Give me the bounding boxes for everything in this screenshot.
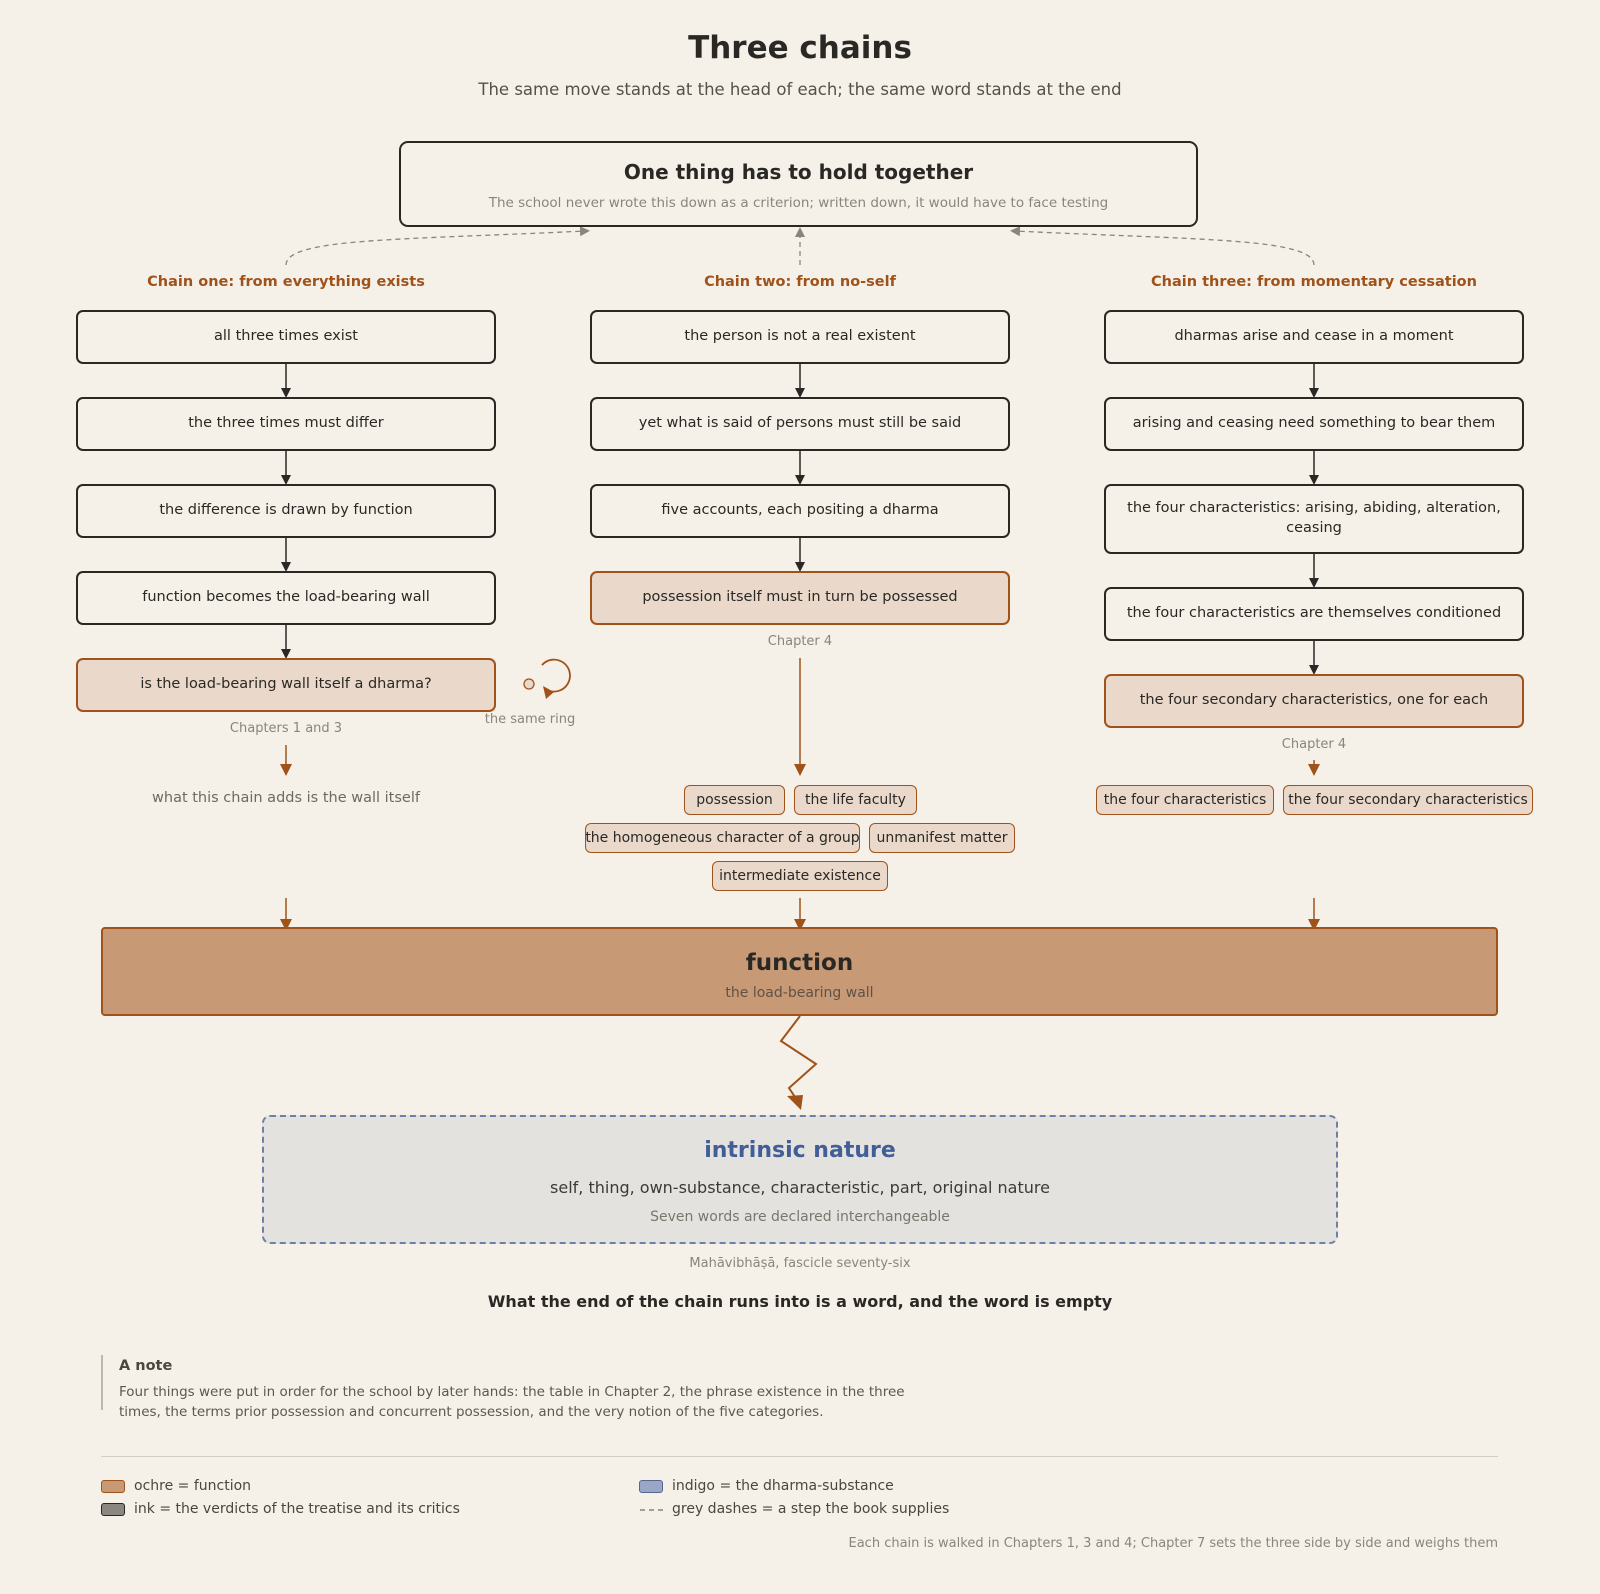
chain-two-caption: Chapter 4: [767, 634, 833, 649]
note-body: Four things were put in order for the sc…: [119, 1384, 905, 1420]
chain-two-highlight: possession itself must in turn be posses…: [590, 571, 1010, 625]
note-heading: A note: [119, 1358, 173, 1374]
legend-ochre: ochre = function: [101, 1478, 251, 1494]
legend-ink-label: ink = the verdicts of the treatise and i…: [134, 1501, 460, 1517]
chain-three-step-3: the four characteristics: arising, abidi…: [1104, 484, 1524, 554]
chain-one-highlight: is the load-bearing wall itself a dharma…: [76, 658, 496, 712]
tag-life-faculty: the life faculty: [794, 785, 917, 815]
root-title: One thing has to hold together: [623, 160, 974, 184]
legend-ochre-label: ochre = function: [134, 1478, 252, 1494]
chain-three-step-1: dharmas arise and cease in a moment: [1104, 310, 1524, 364]
chain-three-caption: Chapter 4: [1281, 737, 1347, 752]
indigo-swatch: [639, 1479, 663, 1493]
intrinsic-nature-node: [262, 1115, 1338, 1244]
ring-label: the same ring: [484, 712, 576, 727]
legend-indigo: indigo = the dharma-substance: [639, 1478, 894, 1494]
intrinsic-nature-title: intrinsic nature: [704, 1138, 896, 1163]
intrinsic-nature-words: self, thing, own-substance, characterist…: [550, 1178, 1050, 1197]
dashed-link-chain-one: [285, 226, 590, 266]
chain-one-step-4: function becomes the load-bearing wall: [76, 571, 496, 625]
zigzag-arrow: [779, 1015, 818, 1101]
tag-homogeneous-character: the homogeneous character of a group: [585, 823, 860, 853]
root-node: [399, 141, 1198, 227]
chain-one-step-1: all three times exist: [76, 310, 496, 364]
legend-dashes-label: grey dashes = a step the book supplies: [672, 1501, 950, 1517]
chain-one-result: what this chain adds is the wall itself: [152, 790, 420, 806]
chain-three-step-4: the four characteristics are themselves …: [1104, 587, 1524, 641]
function-subtitle: the load-bearing wall: [725, 985, 874, 1001]
legend-dashes: grey dashes = a step the book supplies: [639, 1501, 949, 1517]
chain-three-highlight: the four secondary characteristics, one …: [1104, 674, 1524, 728]
chain-one-step-2: the three times must differ: [76, 397, 496, 451]
legend-ink: ink = the verdicts of the treatise and i…: [101, 1501, 460, 1517]
divider: [101, 1456, 1498, 1457]
chain-three-step-2: arising and ceasing need something to be…: [1104, 397, 1524, 451]
ochre-swatch: [101, 1479, 125, 1493]
ink-swatch: [101, 1502, 125, 1516]
chain-three-heading: Chain three: from momentary cessation: [1151, 274, 1477, 290]
chain-two-step-3: five accounts, each positing a dharma: [590, 484, 1010, 538]
chain-one-step-3: the difference is drawn by function: [76, 484, 496, 538]
dashed-link-chain-three: [1010, 226, 1315, 266]
conclusion: What the end of the chain runs into is a…: [487, 1292, 1113, 1311]
chain-two-step-1: the person is not a real existent: [590, 310, 1010, 364]
dashes-swatch: [639, 1503, 663, 1516]
chain-two-step-2: yet what is said of persons must still b…: [590, 397, 1010, 451]
tag-possession: possession: [684, 785, 785, 815]
function-title: function: [745, 950, 854, 976]
tag-unmanifest-matter: unmanifest matter: [869, 823, 1015, 853]
intrinsic-nature-source: Mahāvibhāṣā, fascicle seventy-six: [689, 1256, 911, 1271]
page-subtitle: The same move stands at the head of each…: [478, 80, 1122, 99]
page-title: Three chains: [688, 30, 912, 66]
note-bar: [101, 1355, 103, 1410]
ring-dot: [523, 678, 535, 690]
function-node: [101, 927, 1498, 1016]
tag-four-secondary-characteristics: the four secondary characteristics: [1283, 785, 1533, 815]
root-subtitle: The school never wrote this down as a cr…: [488, 195, 1109, 211]
chain-two-heading: Chain two: from no-self: [704, 274, 896, 290]
tag-four-characteristics: the four characteristics: [1096, 785, 1274, 815]
intrinsic-nature-note: Seven words are declared interchangeable: [650, 1209, 950, 1225]
footer-note: Each chain is walked in Chapters 1, 3 an…: [848, 1536, 1499, 1551]
chain-one-heading: Chain one: from everything exists: [147, 274, 425, 290]
legend-indigo-label: indigo = the dharma-substance: [672, 1478, 894, 1494]
ring-loop: [541, 658, 571, 693]
tag-intermediate-existence: intermediate existence: [712, 861, 888, 891]
chain-one-caption: Chapters 1 and 3: [229, 721, 343, 736]
